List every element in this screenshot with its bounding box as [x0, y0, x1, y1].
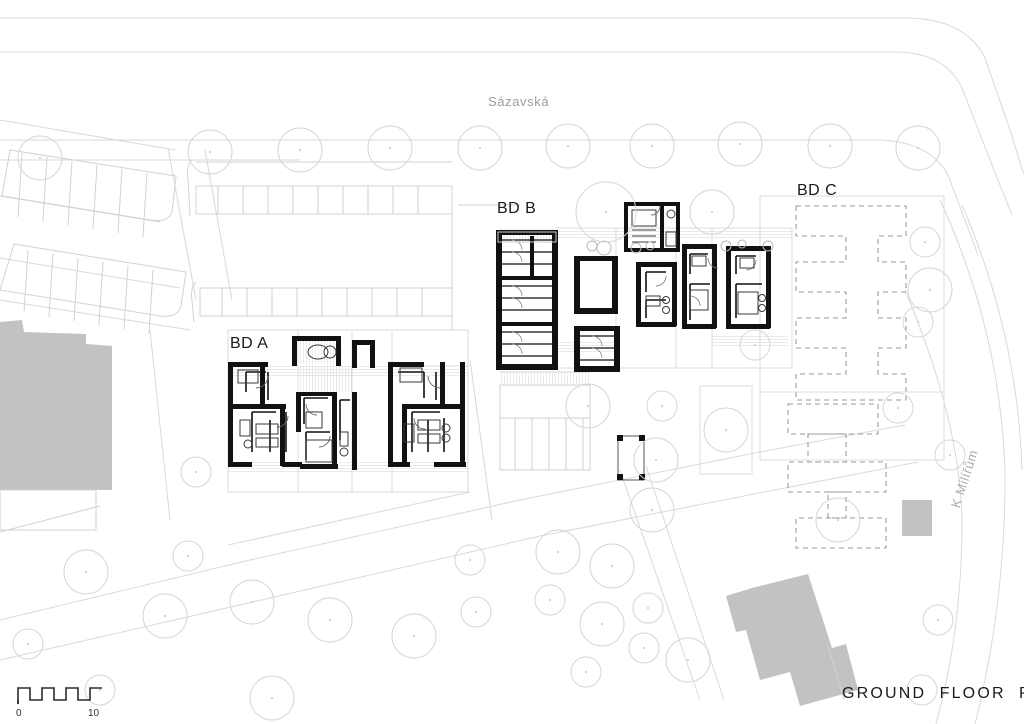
scale-bar-end-label: 10 — [88, 708, 100, 719]
building-bdb-plan — [496, 202, 793, 372]
existing-buildings — [0, 320, 932, 706]
parking-areas — [0, 149, 591, 471]
building-label-bdb: BD B — [497, 200, 537, 217]
drawing-title: GROUND FLOOR PLAN — [842, 685, 1024, 702]
building-bdc-outline — [787, 205, 907, 549]
scale-bar — [17, 687, 102, 704]
street-label-sazavska: Sázavská — [488, 94, 550, 109]
building-label-bda: BD A — [230, 335, 269, 352]
building-label-bdc: BD C — [797, 182, 838, 199]
existing-building-outlines — [0, 505, 845, 701]
scale-bar-start-label: 0 — [16, 708, 22, 719]
building-bda-plan — [227, 329, 469, 493]
